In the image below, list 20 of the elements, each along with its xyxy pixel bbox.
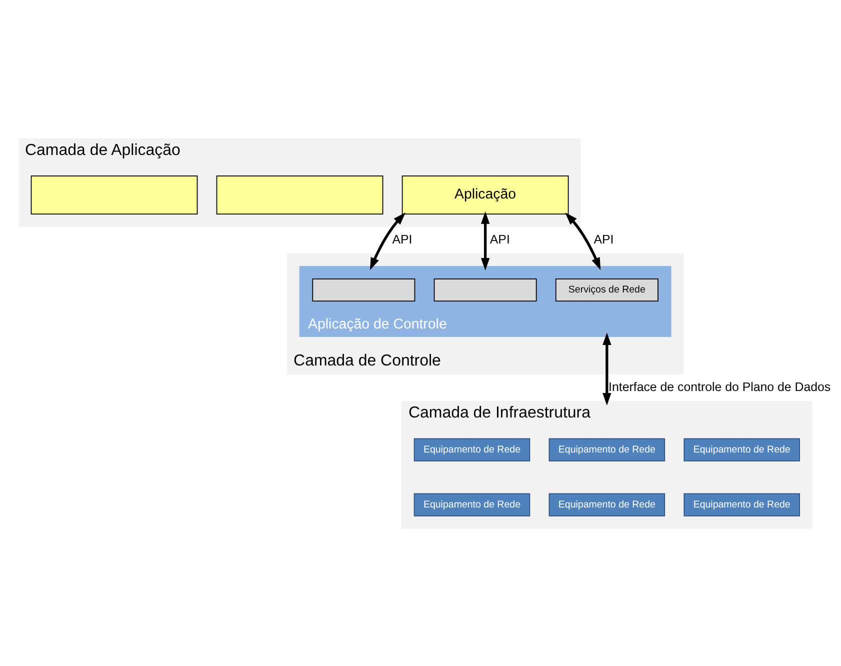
node-box [216, 175, 384, 214]
node-box [30, 175, 198, 214]
arrow [602, 332, 612, 405]
arrow [480, 210, 490, 270]
node-box: Aplicação [402, 175, 569, 214]
arrow [370, 212, 406, 270]
edge-label: API [594, 232, 614, 246]
node-box: Equipamento de Rede [414, 438, 530, 461]
node-box: Equipamento de Rede [414, 492, 530, 516]
node-box: Equipamento de Rede [684, 492, 800, 516]
edge-label: API [392, 232, 412, 246]
node-box: Equipamento de Rede [548, 492, 666, 516]
node-box [434, 278, 537, 302]
edge-label: API [490, 232, 510, 246]
node-box: Equipamento de Rede [684, 438, 800, 461]
node-box: Serviços de Rede [555, 278, 658, 302]
edge-label: Interface de controle do Plano de Dados [608, 379, 831, 394]
node-box: Equipamento de Rede [548, 438, 666, 461]
arrow [565, 212, 601, 270]
node-box [312, 278, 416, 302]
